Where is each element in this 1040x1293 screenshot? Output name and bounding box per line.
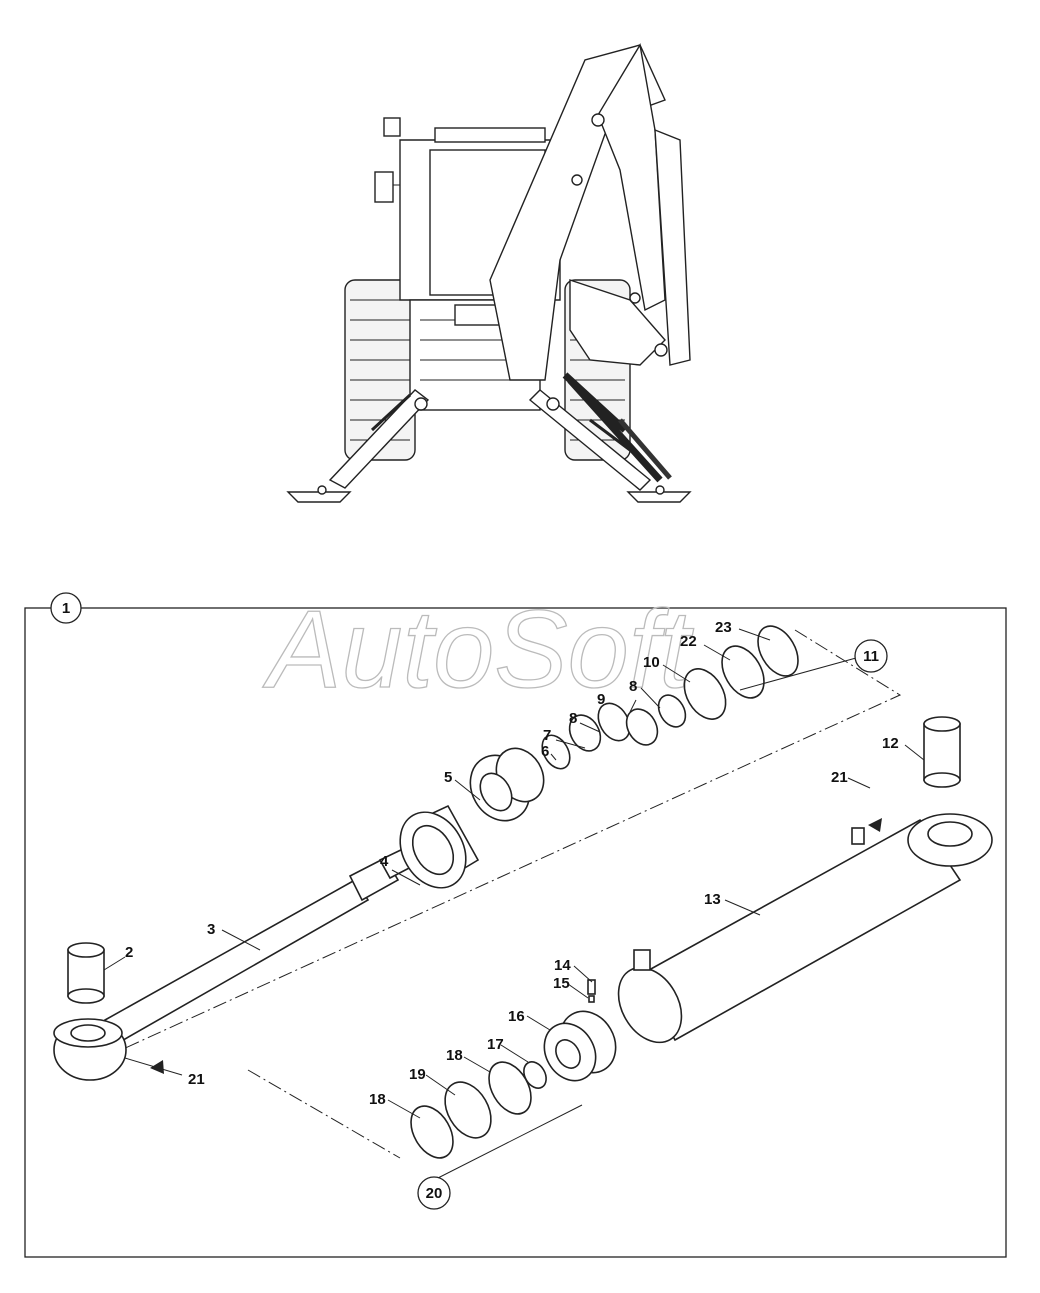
callout-18b: 18 [369,1091,386,1108]
callout-8b: 8 [629,678,637,695]
callout-12: 12 [882,735,899,752]
callout-8a: 8 [569,710,577,727]
seal-kit-outline-upper [109,629,902,1056]
gland-4 [399,804,480,889]
callout-11: 11 [863,648,879,665]
seal-rings-lower [410,1061,547,1159]
callout-2: 2 [125,944,133,961]
callout-3: 3 [207,921,215,938]
callout-18a: 18 [446,1047,463,1064]
callout-16: 16 [508,1008,525,1025]
watermark: AutoSoft [262,588,694,711]
callout-19: 19 [409,1066,426,1083]
callout-6: 6 [541,743,549,760]
callout-4: 4 [380,853,389,870]
callout-9: 9 [597,691,605,708]
callout-21a: 21 [831,769,848,786]
bushing-2 [67,942,105,1004]
callout-21b: 21 [188,1071,205,1088]
callout-14: 14 [554,957,571,974]
callout-22: 22 [680,633,697,650]
callout-10: 10 [643,654,660,671]
backhoe-machine-illustration [286,43,692,503]
callout-7: 7 [543,727,551,744]
callout-20-circle [417,1176,451,1210]
leader-lines [103,628,925,1181]
triangle-marker-icon [150,1060,164,1074]
callout-labels: 2 3 4 5 6 7 8 9 8 10 22 23 11 12 21 13 1… [125,619,899,1202]
bushing-12 [923,716,961,788]
callout-11-circle [854,639,888,673]
callout-5: 5 [444,769,452,786]
seal-rings-upper [541,625,799,770]
callout-17: 17 [487,1036,504,1053]
assembly-callout-circle [50,592,82,624]
callout-20: 20 [426,1185,443,1202]
gland-5 [469,747,545,822]
piston-16 [543,979,617,1082]
cylinder-tube [617,813,993,1044]
assembly-frame [24,607,1007,1258]
seal-kit-outline-lower [247,1069,401,1159]
callout-13: 13 [704,891,721,908]
assembly-callout-1: 1 [62,600,70,617]
callout-23: 23 [715,619,732,636]
triangle-marker-icon [868,818,882,832]
piston-rod [53,846,415,1081]
callout-15: 15 [553,975,570,992]
